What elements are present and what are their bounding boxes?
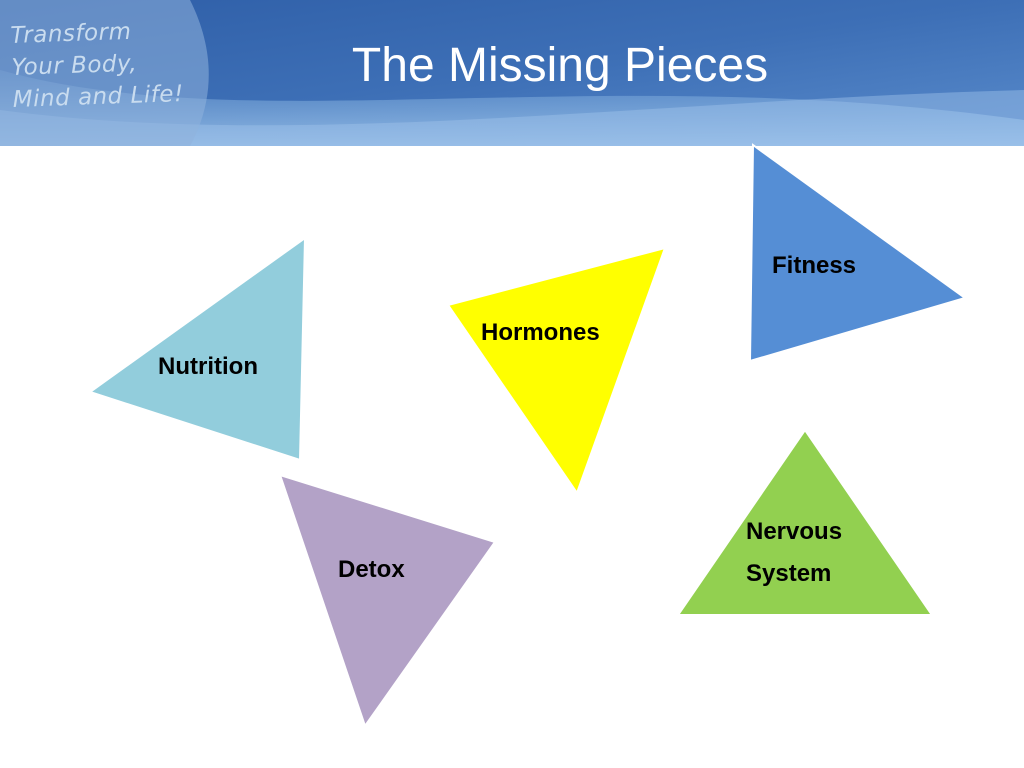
fitness-triangle (748, 143, 968, 363)
fitness-label: Fitness (772, 252, 857, 279)
system-label: System (746, 560, 832, 587)
hormones-label: Hormones (481, 319, 600, 346)
hormones-triangle (446, 246, 667, 496)
header-banner (0, 0, 1024, 146)
detox-triangle (278, 473, 497, 729)
nutrition-triangle (87, 236, 307, 462)
nervous-label: Nervous (746, 518, 843, 545)
nutrition-label: Nutrition (158, 353, 258, 380)
page-title: The Missing Pieces (351, 39, 769, 92)
nervous-system-triangle (676, 428, 934, 616)
detox-label: Detox (338, 556, 405, 583)
slide-header: Transform Your Body, Mind and Life! The … (0, 0, 1024, 146)
